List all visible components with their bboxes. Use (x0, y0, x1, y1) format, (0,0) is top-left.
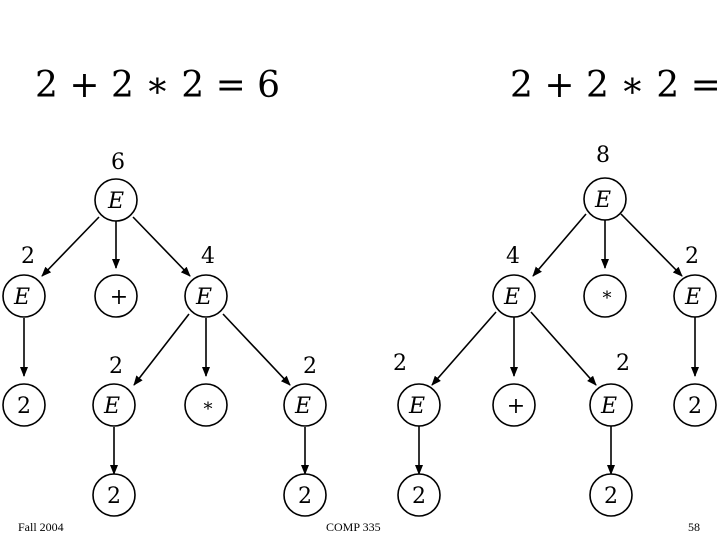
node-label: E (408, 394, 425, 419)
right-tree-edges (415, 213, 699, 475)
left-root-node: 6 E (94, 150, 138, 222)
leaf-node: 2 (92, 473, 136, 517)
leaf-node: 2 (283, 473, 327, 517)
times-node: * (184, 383, 228, 427)
node-label: 2 (17, 394, 31, 419)
node-value: 4 (201, 244, 215, 269)
left-e-node: 2 E (2, 244, 46, 318)
node-label: + (110, 285, 128, 310)
node-value: 2 (393, 351, 407, 376)
right-mid-left-e-node: 2 E (393, 351, 441, 427)
mid-right-e-node: 2 E (283, 354, 327, 427)
node-label: 2 (604, 484, 618, 509)
footer-page-number: 58 (688, 520, 700, 534)
edge (132, 216, 191, 277)
node-label: E (13, 285, 30, 310)
edge (133, 313, 190, 386)
node-label: E (684, 285, 701, 310)
leaf-node: 2 (397, 473, 441, 517)
node-label: E (600, 394, 617, 419)
node-label: E (195, 285, 212, 310)
node-label: 2 (107, 484, 121, 509)
left-equation: 2 + 2 ∗ 2 = 6 (35, 65, 280, 106)
node-label: 2 (688, 394, 702, 419)
node-value: 2 (685, 244, 699, 269)
node-value: 2 (109, 354, 123, 379)
node-label: E (294, 394, 311, 419)
right-left-e-node: 4 E (492, 244, 536, 318)
edge (620, 213, 683, 277)
leaf-node: 2 (589, 473, 633, 517)
node-value: 2 (303, 354, 317, 379)
edge (532, 213, 587, 277)
node-label: 2 (298, 484, 312, 509)
right-e-node: 4 E (184, 244, 228, 318)
node-value: 8 (596, 143, 610, 168)
right-root-node: 8 E (583, 143, 627, 221)
footer-course-code: COMP 335 (326, 520, 381, 534)
edge (431, 311, 497, 386)
node-value: 2 (21, 244, 35, 269)
edge (530, 311, 597, 386)
right-right-e-node: 2 E (673, 244, 717, 318)
node-label: E (594, 188, 611, 213)
right-mid-right-e-node: 2 E (589, 351, 633, 427)
node-label: E (107, 189, 124, 214)
right-times-node: * (583, 274, 627, 318)
left-tree-edges (20, 216, 309, 475)
node-label: E (103, 394, 120, 419)
right-plus-node: + (492, 383, 536, 427)
edge (222, 313, 291, 386)
node-value: 2 (616, 351, 630, 376)
node-label: E (503, 285, 520, 310)
left-leaf-node: 2 (2, 383, 46, 427)
node-label: * (204, 399, 213, 420)
node-label: 2 (412, 484, 426, 509)
mid-left-e-node: 2 E (92, 354, 136, 427)
footer-course-term: Fall 2004 (18, 520, 64, 534)
node-value: 4 (506, 244, 520, 269)
right-leaf-node: 2 (673, 383, 717, 427)
right-equation: 2 + 2 ∗ 2 = 8 (510, 65, 720, 106)
node-label: * (603, 288, 612, 309)
node-label: + (507, 394, 525, 419)
node-value: 6 (111, 150, 125, 175)
left-plus-node: + (94, 274, 138, 318)
edge (41, 216, 100, 277)
